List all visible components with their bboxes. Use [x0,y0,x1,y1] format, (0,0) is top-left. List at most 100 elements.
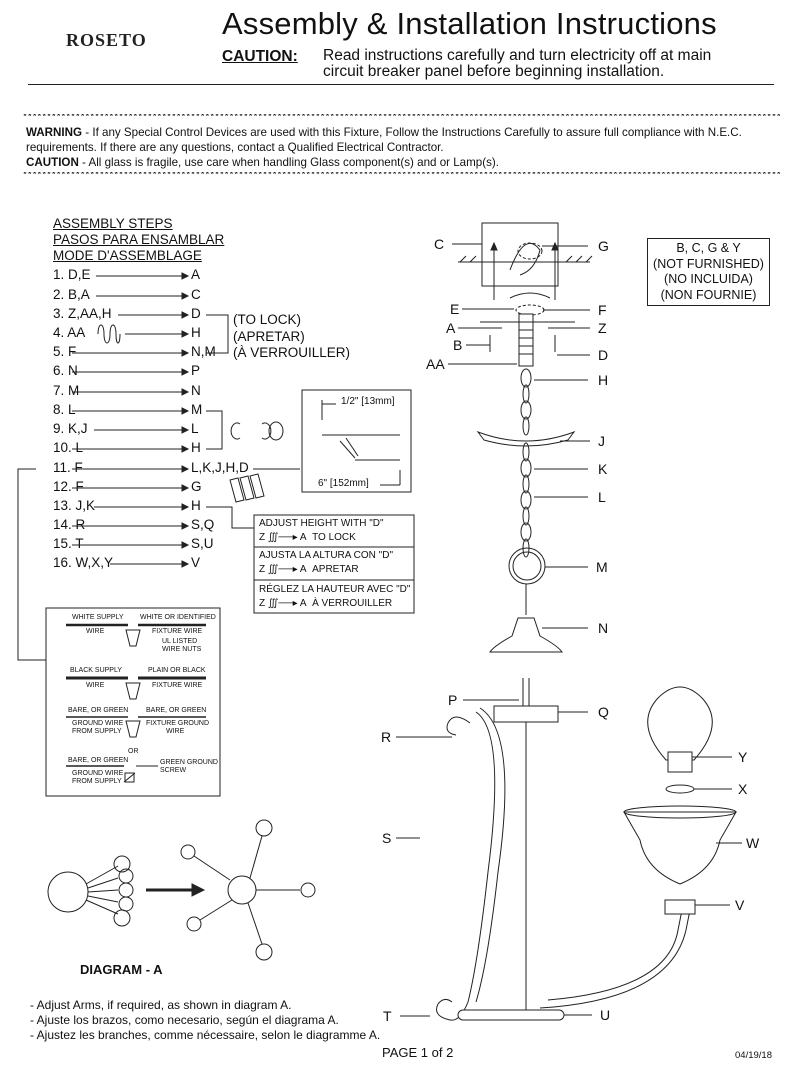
not-furnished-box: B, C, G & Y (NOT FURNISHED) (NO INCLUIDA… [647,238,770,306]
step-row: 7. M [53,383,79,398]
diagram-a-caption: DIAGRAM - A [80,962,163,977]
step-number: 9. [53,421,65,436]
step-row: 4. AA [53,325,85,340]
lock-note: (TO LOCK) (APRETAR) (À VERROUILLER) [233,312,350,362]
wire-bare-green-3: BARE, OR GREEN [68,757,129,764]
part-label-k: K [598,461,608,477]
part-label-s: S [382,830,392,846]
step-to: M [191,402,203,417]
adjust-z: Z [259,598,266,609]
step-from: D,E [68,267,91,282]
step-number: 4. [53,325,65,340]
glass-caution-label: CAUTION [26,156,79,169]
step-number: 3. [53,306,65,321]
step-row: 13. J,K [53,498,95,513]
step-number: 7. [53,383,65,398]
caution-paragraph: CAUTION - All glass is fragile, use care… [26,155,786,170]
part-label-g: G [598,238,609,254]
adjust-fr-row: Z ∭──▸ A À VERROUILLER [259,598,393,609]
step-from: L [75,440,84,455]
wire-fixture-ground: FIXTURE GROUND [146,720,209,727]
adjust-a: A [299,532,307,543]
wire-black-supply: BLACK SUPPLY [70,667,123,674]
part-label-f: F [598,302,607,318]
wire-fixture: FIXTURE WIRE [152,628,203,635]
part-label-p: P [448,692,458,708]
part-label-aa: AA [426,356,445,372]
step-to: H [191,498,201,513]
measure-bottom: 6" [152mm] [318,478,369,489]
step-from: W,X,Y [75,555,114,570]
adjust-fr-title: RÉGLEZ LA HAUTEUR AVEC "D" [259,584,411,595]
wire-white-identified: WHITE OR IDENTIFIED [140,614,216,621]
nf-parts: B, C, G & Y [676,241,741,255]
step-to: V [191,555,201,570]
wire-white-supply: WHITE SUPPLY [72,614,124,621]
step-row: 6. N [53,363,78,378]
adjust-a: A [299,564,307,575]
part-label-b: B [453,337,463,353]
adjust-en-row: Z ∭──▸ A TO LOCK [259,532,356,543]
wire-ground: GROUND WIRE [72,720,124,727]
adjust-z: Z [259,564,266,575]
adjust-box [253,514,415,614]
step-from: F [75,479,84,494]
steps-header-es: PASOS PARA ENSAMBLAR [53,232,225,247]
adjust-en-title: ADJUST HEIGHT WITH "D" [259,518,384,529]
nf-en: (NOT FURNISHED) [653,256,764,271]
step-number: 15. [53,536,72,551]
step-to: N,M [191,344,216,359]
page-title: Assembly & Installation Instructions [222,6,717,41]
caution-line-2: circuit breaker panel before beginning i… [323,63,665,80]
wire-fixture-2: FIXTURE WIRE [152,682,203,689]
part-label-e: E [450,301,460,317]
star-divider-top: ****************************************… [22,114,780,124]
part-label-t: T [383,1008,392,1024]
wire-or: OR [128,748,139,755]
step-row: 10. L [53,440,83,455]
step-row: 15. T [53,536,84,551]
step-to: L [191,421,199,436]
step-from: F [68,344,77,359]
header-divider [28,84,774,85]
adjust-action: APRETAR [312,564,359,575]
part-label-q: Q [598,704,609,720]
step-to: H [191,325,201,340]
wire-nuts: WIRE NUTS [162,646,202,653]
part-label-l: L [598,489,606,505]
wire-bare-green-2: BARE, OR GREEN [146,707,207,714]
adjust-a: A [299,598,307,609]
caution-line-1: Read instructions carefully and turn ele… [323,47,712,64]
step-from: L [68,402,76,417]
step-row: 11. F [53,460,83,475]
steps-header: ASSEMBLY STEPS PASOS PARA ENSAMBLAR MODE… [53,216,224,264]
warning-paragraph: WARNING - If any Special Control Devices… [26,125,786,155]
step-number: 16. [53,555,72,570]
lock-en: (TO LOCK) [233,312,302,327]
lock-fr: (À VERROUILLER) [233,345,351,360]
wire-bare-green-1: BARE, OR GREEN [68,707,129,714]
adjust-action: TO LOCK [312,532,356,543]
step-row: 5. F [53,344,76,359]
page-number: PAGE 1 of 2 [382,1045,454,1060]
step-number: 6. [53,363,65,378]
step-from: F [74,460,83,475]
step-number: 12. [53,479,72,494]
step-row: 1. D,E [53,267,91,282]
step-to: P [191,363,201,378]
adjust-z: Z [259,532,266,543]
steps-header-fr: MODE D'ASSEMBLAGE [53,248,202,263]
part-label-w: W [746,835,760,851]
revision-date: 04/19/18 [735,1050,772,1061]
step-row: 3. Z,AA,H [53,306,112,321]
diagram-a [47,819,316,961]
wire-label-2: WIRE [86,682,105,689]
part-label-j: J [598,433,605,449]
wire-ul-listed: UL LISTED [162,638,198,645]
step-from: J,K [75,498,96,513]
arm-note-es: - Ajuste los brazos, como necesario, seg… [30,1013,339,1027]
wire-label-3: WIRE [166,728,185,735]
measure-box [301,389,412,493]
wire-plain-black: PLAIN OR BLACK [148,667,206,674]
